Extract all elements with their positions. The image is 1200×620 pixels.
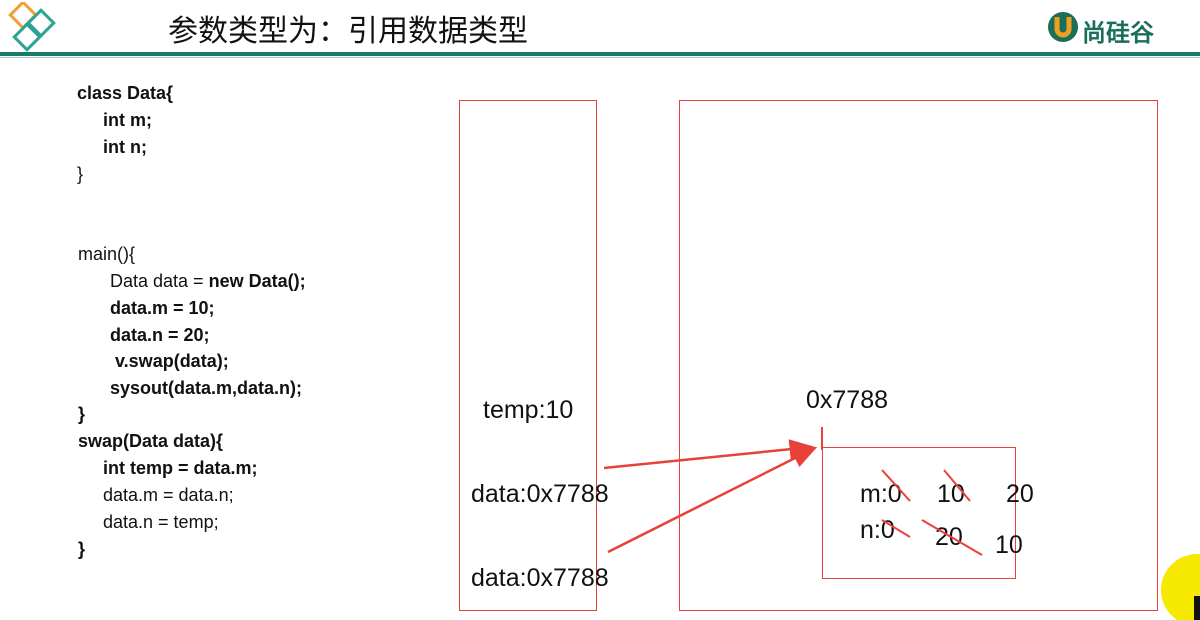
code-line: swap(Data data){ xyxy=(78,431,224,451)
code-line: data.n = 20; xyxy=(110,325,210,345)
code-line: data.m = 10; xyxy=(110,298,215,318)
stack-data-main: data:0x7788 xyxy=(471,564,609,592)
code-line: main(){ xyxy=(78,244,136,264)
code-line: } xyxy=(78,539,86,559)
brand-logo-icon xyxy=(1048,12,1078,42)
code-line: int m; xyxy=(103,110,152,130)
code-line: data.m = data.n; xyxy=(103,485,234,505)
code-line: int n; xyxy=(103,137,147,157)
logo-diamonds-icon xyxy=(8,2,56,52)
header-divider xyxy=(0,52,1200,56)
field-m-value: 20 xyxy=(1006,480,1034,508)
field-m-label: m:0 xyxy=(860,480,902,508)
code-text: Data data = xyxy=(110,271,209,291)
code-line: } xyxy=(78,404,86,424)
header-divider-light xyxy=(0,57,1200,58)
code-line: class Data{ xyxy=(77,83,174,103)
data-object-box xyxy=(822,447,1016,579)
code-line: sysout(data.m,data.n); xyxy=(110,378,303,398)
code-line: int temp = data.m; xyxy=(103,458,258,478)
stack-box xyxy=(459,100,597,611)
code-line: v.swap(data); xyxy=(115,351,229,371)
field-m-value: 10 xyxy=(937,480,965,508)
code-text: new Data(); xyxy=(208,271,306,291)
heap-box xyxy=(679,100,1158,611)
brand-name: 尚硅谷 xyxy=(1082,19,1154,47)
code-line: data.n = temp; xyxy=(103,512,219,532)
code-line: } xyxy=(77,164,84,184)
slide-title: 参数类型为：引用数据类型 xyxy=(168,14,528,49)
field-n-value: 20 xyxy=(935,523,963,551)
field-n-label: n:0 xyxy=(860,516,895,544)
field-n-value: 10 xyxy=(995,531,1023,559)
cursor xyxy=(1194,596,1200,620)
code-line: Data data = new Data(); xyxy=(110,271,306,291)
stack-data-swap: data:0x7788 xyxy=(471,480,609,508)
stack-temp: temp:10 xyxy=(483,396,574,424)
heap-address: 0x7788 xyxy=(806,386,889,414)
cursor-highlight xyxy=(1161,554,1200,620)
